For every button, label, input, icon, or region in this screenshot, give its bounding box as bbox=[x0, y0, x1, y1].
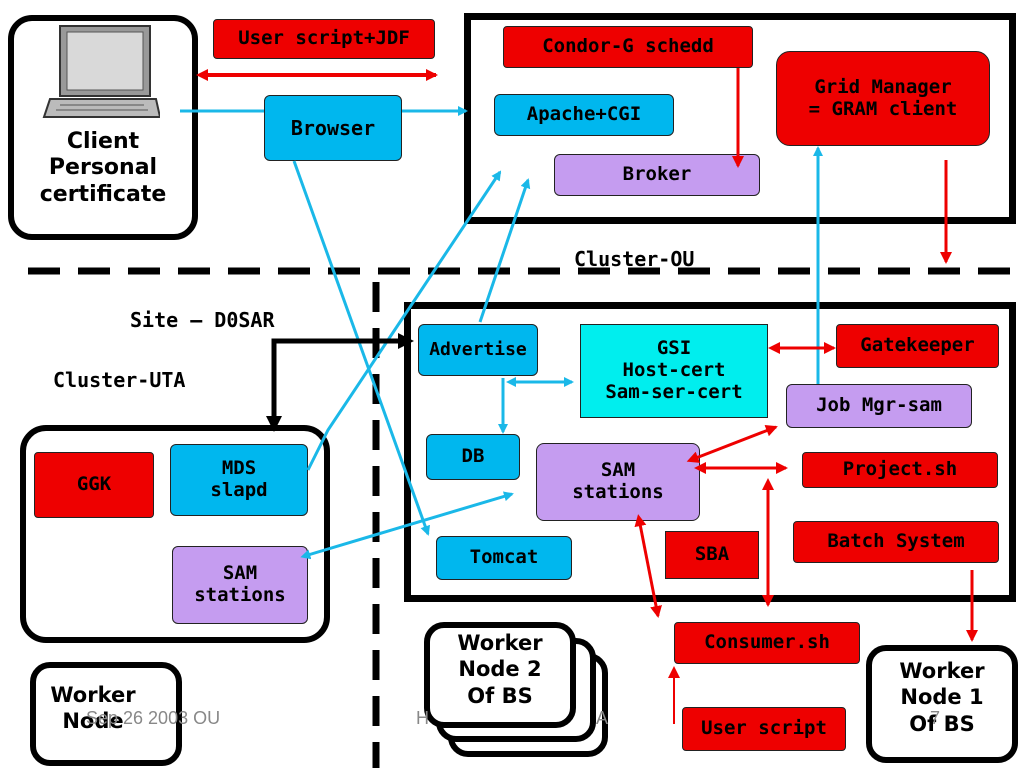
footer-date: Sep 26 2003 OU bbox=[86, 708, 221, 728]
browser-box: Browser bbox=[264, 95, 402, 161]
advertise-box: Advertise bbox=[418, 324, 538, 376]
condor-g-schedd-box: Condor-G schedd bbox=[503, 26, 753, 68]
user-script-box: User script bbox=[682, 707, 846, 751]
arrow-site-d0sar bbox=[266, 333, 414, 432]
broker-box: Broker bbox=[554, 154, 760, 196]
site-d0sar-label: Site – D0SAR bbox=[130, 308, 275, 332]
cluster-ou-top-box bbox=[464, 13, 1016, 224]
footer-middle-text: H bbox=[416, 708, 429, 728]
sba-box: SBA bbox=[665, 531, 759, 579]
db-box: DB bbox=[426, 434, 520, 480]
worker-node-1 bbox=[866, 645, 1018, 763]
cluster-uta-label: Cluster-UTA bbox=[53, 368, 186, 392]
cluster-ou-label: Cluster-OU bbox=[574, 247, 695, 271]
gatekeeper-box: Gatekeeper bbox=[836, 324, 999, 368]
apache-cgi-box: Apache+CGI bbox=[494, 94, 674, 136]
worker-node-left bbox=[30, 662, 182, 766]
consumer-sh-box: Consumer.sh bbox=[674, 622, 860, 664]
grid-manager-box: Grid Manager= GRAM client bbox=[776, 51, 990, 146]
batch-system-box: Batch System bbox=[793, 521, 999, 563]
footer-right-text: A bbox=[596, 708, 609, 728]
job-mgr-sam-box: Job Mgr-sam bbox=[786, 384, 972, 428]
footer-page-number: 7 bbox=[930, 708, 941, 728]
project-sh-box: Project.sh bbox=[802, 452, 998, 488]
worker-node-2 bbox=[424, 622, 576, 728]
laptop-icon bbox=[42, 25, 160, 118]
user-script-jdf-box: User script+JDF bbox=[213, 19, 435, 59]
ggk-box: GGK bbox=[34, 452, 154, 518]
tomcat-box: Tomcat bbox=[436, 536, 572, 580]
client-label: Client Personal certificate bbox=[39, 129, 167, 207]
